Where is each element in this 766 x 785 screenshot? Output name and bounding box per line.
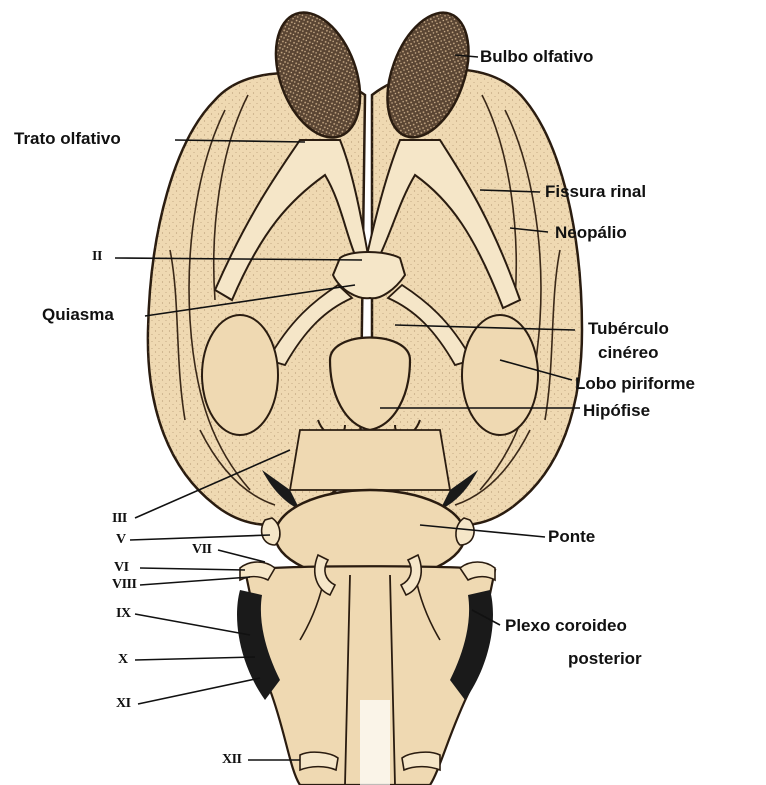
label-trato-olfativo: Trato olfativo <box>14 130 121 147</box>
label-bulbo-olfativo: Bulbo olfativo <box>480 48 593 65</box>
label-nerve-x: X <box>118 653 128 667</box>
label-cinereo: cinéreo <box>598 344 658 361</box>
label-posterior: posterior <box>568 650 642 667</box>
label-fissura-rinal: Fissura rinal <box>545 183 646 200</box>
label-plexo-coroideo: Plexo coroideo <box>505 617 627 634</box>
label-quiasma: Quiasma <box>42 306 114 323</box>
left-piriform-lobe <box>202 315 278 435</box>
midbrain <box>290 430 450 490</box>
label-nerve-xi: XI <box>116 697 131 711</box>
label-nerve-vii: VII <box>192 543 212 557</box>
label-hipofise: Hipófise <box>583 402 650 419</box>
right-piriform-lobe <box>462 315 538 435</box>
label-tuberculo: Tubérculo <box>588 320 669 337</box>
label-nerve-iii: III <box>112 512 127 526</box>
label-nerve-viii: VIII <box>112 578 136 592</box>
label-lobo-piriforme: Lobo piriforme <box>575 375 695 392</box>
label-nerve-v: V <box>116 533 126 547</box>
label-nerve-xii: XII <box>222 753 242 767</box>
label-nerve-vi: VI <box>114 561 129 575</box>
label-nerve-ix: IX <box>116 607 131 621</box>
label-nerve-ii: II <box>92 250 102 264</box>
label-ponte: Ponte <box>548 528 595 545</box>
label-neopalio: Neopálio <box>555 224 627 241</box>
